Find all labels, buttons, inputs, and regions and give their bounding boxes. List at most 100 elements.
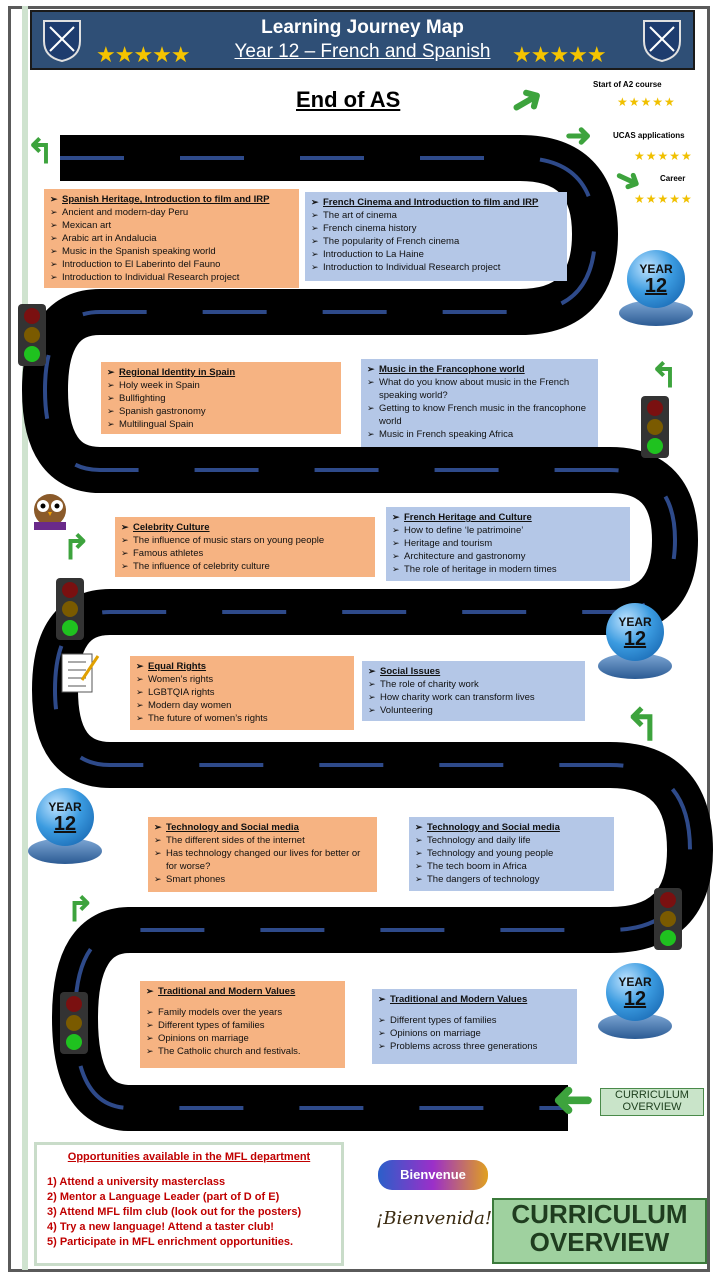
year-12-badge: YEAR 12 (619, 250, 693, 330)
topic-item: The art of cinema (311, 209, 561, 222)
opportunity-item: 5) Participate in MFL enrichment opportu… (47, 1236, 294, 1248)
topic-item: Modern day women (136, 699, 348, 712)
year-number: 12 (644, 275, 668, 297)
topic-item: Different types of families (378, 1014, 571, 1027)
traffic-light-icon (641, 396, 669, 458)
topic-box-social-issues: Social Issues The role of charity work H… (362, 661, 585, 721)
topic-item: Mexican art (50, 219, 293, 232)
star-rating-icon: ★★★★★ (512, 42, 607, 67)
topic-item: Family models over the years (146, 1006, 339, 1019)
traffic-light-icon (60, 992, 88, 1054)
topic-item: Different types of families (146, 1019, 339, 1032)
star-rating-icon: ★★★★★ (634, 149, 693, 163)
road-path (22, 135, 713, 1131)
year-number: 12 (623, 628, 647, 650)
year-word: YEAR (639, 262, 673, 276)
topic-item: The dangers of technology (415, 873, 608, 886)
topic-item: The influence of music stars on young pe… (121, 534, 369, 547)
curved-arrow-icon: ↰ (26, 133, 55, 171)
topic-title: Technology and Social media (415, 821, 608, 834)
opportunity-item: 2) Mentor a Language Leader (part of D o… (47, 1191, 280, 1203)
topic-item: Heritage and tourism (392, 537, 624, 550)
traffic-light-icon (18, 304, 46, 366)
opportunity-item: 3) Attend MFL film club (look out for th… (47, 1206, 302, 1218)
curriculum-line2: OVERVIEW (529, 1227, 670, 1257)
topic-title: Celebrity Culture (121, 521, 369, 534)
page-title: Learning Journey Map (261, 17, 464, 38)
topic-item: Bullfighting (107, 392, 335, 405)
topic-box-tech-spanish: Technology and Social media The differen… (148, 817, 377, 892)
badge-globe: YEAR 12 (606, 603, 664, 661)
topic-item: The role of heritage in modern times (392, 563, 624, 576)
traffic-light-icon (654, 888, 682, 950)
topic-box-values-spanish: Traditional and Modern Values Family mod… (140, 981, 345, 1068)
curriculum-line1: CURRICULUM (615, 1089, 689, 1101)
topic-item: How charity work can transform lives (368, 691, 579, 704)
topic-item: Introduction to La Haine (311, 248, 561, 261)
topic-item: Music in French speaking Africa (367, 428, 592, 441)
arrow-left-icon: ➜ (552, 1071, 594, 1127)
badge-globe: YEAR 12 (606, 963, 664, 1021)
curriculum-line1: CURRICULUM (511, 1199, 688, 1229)
curriculum-overview-button[interactable]: CURRICULUM OVERVIEW (492, 1198, 707, 1264)
topic-item: Multilingual Spain (107, 418, 335, 431)
curriculum-overview-link[interactable]: CURRICULUM OVERVIEW (600, 1088, 704, 1116)
curved-arrow-icon: ↰ (624, 701, 661, 750)
start-a2-label: Start of A2 course (593, 80, 662, 89)
topic-box-values-french: Traditional and Modern Values Different … (372, 989, 577, 1064)
topic-item: Opinions on marriage (146, 1032, 339, 1045)
year-word: YEAR (48, 800, 82, 814)
topic-item: Music in the Spanish speaking world (50, 245, 293, 258)
topic-box-regional-identity: Regional Identity in Spain Holy week in … (101, 362, 341, 434)
topic-item: French cinema history (311, 222, 561, 235)
topic-title: Social Issues (368, 665, 579, 678)
badge-globe: YEAR 12 (627, 250, 685, 308)
opportunities-panel: Opportunities available in the MFL depar… (34, 1142, 344, 1266)
year-12-badge: YEAR 12 (598, 603, 672, 683)
topic-item: Problems across three generations (378, 1040, 571, 1053)
topic-item: Introduction to Individual Research proj… (311, 261, 561, 274)
career-label: Career (660, 174, 686, 183)
topic-item: Volunteering (368, 704, 579, 717)
year-number: 12 (53, 813, 77, 835)
star-rating-icon: ★★★★★ (617, 95, 676, 109)
school-crest-icon (43, 20, 81, 63)
opportunity-item: 1) Attend a university masterclass (47, 1176, 226, 1188)
traffic-light-icon (56, 578, 84, 640)
topic-title: Equal Rights (136, 660, 348, 673)
topic-item: What do you know about music in the Fren… (367, 376, 592, 402)
topic-item: The influence of celebrity culture (121, 560, 369, 573)
header-banner: Learning Journey Map Year 12 – French an… (30, 10, 695, 70)
curriculum-line2: OVERVIEW (622, 1101, 682, 1113)
topic-item: Getting to know French music in the fran… (367, 402, 592, 428)
topic-box-spanish-heritage: Spanish Heritage, Introduction to film a… (44, 189, 299, 288)
topic-item: The future of women’s rights (136, 712, 348, 725)
topic-item: The popularity of French cinema (311, 235, 561, 248)
topic-item: Opinions on marriage (378, 1027, 571, 1040)
end-of-as-label: End of AS (296, 87, 401, 112)
bienvenue-graphic: Bienvenue (378, 1160, 488, 1190)
topic-item: Holy week in Spain (107, 379, 335, 392)
owl-icon (34, 494, 66, 530)
topic-title: Regional Identity in Spain (107, 366, 335, 379)
topic-box-celebrity-culture: Celebrity Culture The influence of music… (115, 517, 375, 577)
topic-item: Technology and daily life (415, 834, 608, 847)
topic-item: LGBTQIA rights (136, 686, 348, 699)
topic-title: French Cinema and Introduction to film a… (311, 196, 561, 209)
spacer (378, 1006, 571, 1014)
badge-globe: YEAR 12 (36, 788, 94, 846)
topic-title: French Heritage and Culture (392, 511, 624, 524)
topic-item: The role of charity work (368, 678, 579, 691)
opportunities-heading: Opportunities available in the MFL depar… (67, 1151, 311, 1163)
topic-title: Technology and Social media (154, 821, 371, 834)
topic-title: Traditional and Modern Values (146, 985, 339, 998)
topic-item: Introduction to Individual Research proj… (50, 271, 293, 284)
year-number: 12 (623, 988, 647, 1010)
topic-item: The tech boom in Africa (415, 860, 608, 873)
topic-item: Introduction to El Laberinto del Fauno (50, 258, 293, 271)
page-frame (8, 6, 710, 1272)
topic-item: Spanish gastronomy (107, 405, 335, 418)
topic-item: How to define ‘le patrimoine’ (392, 524, 624, 537)
star-rating-icon: ★★★★★ (634, 192, 693, 206)
topic-item: Ancient and modern-day Peru (50, 206, 293, 219)
